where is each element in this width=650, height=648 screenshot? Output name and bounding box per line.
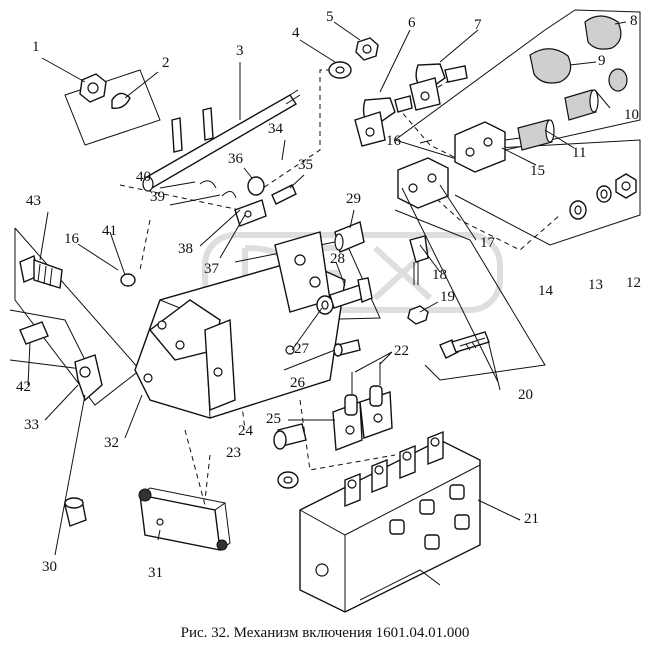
washer-4 xyxy=(328,61,352,79)
callout-7: 7 xyxy=(474,17,482,33)
bolt-30 xyxy=(64,497,87,527)
callout-28: 28 xyxy=(330,251,345,267)
rings-39-40 xyxy=(199,180,237,199)
callout-36: 36 xyxy=(228,151,243,167)
leader-lines xyxy=(27,21,627,556)
bolt-20 xyxy=(439,331,490,359)
bolt-28 xyxy=(329,277,373,309)
callout-4: 4 xyxy=(292,25,300,41)
switch-31 xyxy=(138,487,231,551)
nut-1 xyxy=(79,73,107,103)
callout-34: 34 xyxy=(268,121,283,137)
callout-15: 15 xyxy=(530,163,545,179)
bracket-37 xyxy=(234,199,267,227)
callout-32: 32 xyxy=(104,435,119,451)
callout-1: 1 xyxy=(32,39,40,55)
callout-16-left: 16 xyxy=(64,231,79,247)
bushing-29 xyxy=(334,221,365,253)
elbow-fitting-6 xyxy=(354,95,413,147)
pin-42 xyxy=(19,321,49,345)
callout-30: 30 xyxy=(42,559,57,575)
cotter-pins-22 xyxy=(351,362,381,395)
clamp-33 xyxy=(74,354,103,402)
bushing-10 xyxy=(608,68,628,92)
callout-24: 24 xyxy=(238,423,253,439)
callout-3: 3 xyxy=(236,43,244,59)
callout-11: 11 xyxy=(572,145,587,161)
fitting-block-15 xyxy=(454,121,521,173)
clamp-25 xyxy=(332,385,393,451)
callout-37: 37 xyxy=(204,261,219,277)
link-35 xyxy=(271,184,297,205)
callout-40: 40 xyxy=(136,169,151,185)
pin-24 xyxy=(273,423,307,450)
washer-23 xyxy=(277,471,299,489)
control-shaft xyxy=(142,89,301,192)
callout-21: 21 xyxy=(524,511,539,527)
washer-14 xyxy=(569,200,587,220)
hydraulic-distributor-21 xyxy=(299,430,481,613)
callout-38: 38 xyxy=(178,241,193,257)
callout-25: 25 xyxy=(266,411,281,427)
callout-20: 20 xyxy=(518,387,533,403)
callout-22: 22 xyxy=(394,343,409,359)
bushing-11 xyxy=(517,89,599,151)
nut-5 xyxy=(355,37,379,61)
callout-10: 10 xyxy=(624,107,639,123)
callout-26: 26 xyxy=(290,375,305,391)
mounting-bracket-32 xyxy=(134,231,346,419)
callout-23: 23 xyxy=(226,445,241,461)
cotter-pin-41 xyxy=(120,273,136,287)
callout-42: 42 xyxy=(16,379,31,395)
callout-27: 27 xyxy=(294,341,309,357)
callout-17: 17 xyxy=(480,235,495,251)
callout-33: 33 xyxy=(24,417,39,433)
bushing-36 xyxy=(247,176,265,196)
callout-8: 8 xyxy=(630,13,638,29)
washer-27 xyxy=(316,295,334,315)
callout-12: 12 xyxy=(626,275,641,291)
elbow-fitting-7 xyxy=(409,63,468,111)
callout-31: 31 xyxy=(148,565,163,581)
callout-43: 43 xyxy=(26,193,41,209)
bolt-43 xyxy=(19,255,63,289)
pin-26 xyxy=(333,339,361,357)
callout-13: 13 xyxy=(588,277,603,293)
nut-12 xyxy=(615,173,637,199)
lock-washer-13 xyxy=(596,185,612,203)
callout-18: 18 xyxy=(432,267,447,283)
fitting-block-17 xyxy=(397,157,449,209)
callout-14: 14 xyxy=(538,283,553,299)
callout-19: 19 xyxy=(440,289,455,305)
callout-29: 29 xyxy=(346,191,361,207)
callout-35: 35 xyxy=(298,157,313,173)
callout-5: 5 xyxy=(326,9,334,25)
bracket-18 xyxy=(409,235,429,285)
callout-39: 39 xyxy=(150,189,165,205)
callout-9: 9 xyxy=(598,53,606,69)
cap-9 xyxy=(529,48,572,84)
cap-8 xyxy=(584,15,622,50)
callout-41: 41 xyxy=(102,223,117,239)
callout-2: 2 xyxy=(162,55,170,71)
figure-caption: Рис. 32. Механизм включения 1601.04.01.0… xyxy=(180,625,470,641)
callout-6: 6 xyxy=(408,15,416,31)
callout-16-top: 16 xyxy=(386,133,401,149)
